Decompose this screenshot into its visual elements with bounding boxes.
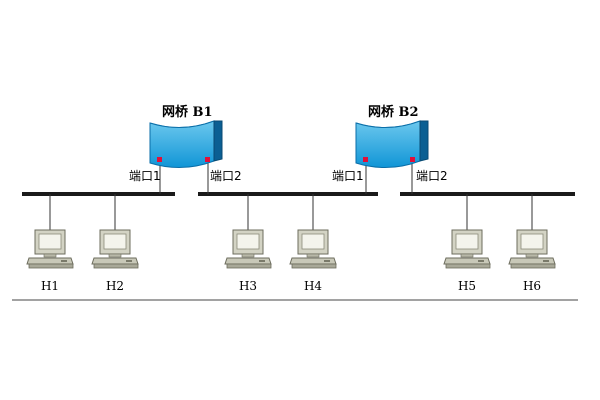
computer-icon: [443, 229, 491, 269]
bridge-b2-label: 网桥 B2: [368, 104, 419, 120]
b1-port2-label: 端口2: [210, 169, 242, 183]
computer-icon: [26, 229, 74, 269]
b2-port2-label: 端口2: [416, 169, 448, 183]
computer-icon: [289, 229, 337, 269]
bridge-b1-port1: [157, 157, 162, 162]
host-h5-label: H5: [458, 279, 476, 293]
bridge-b1-port2: [205, 157, 210, 162]
host-h5: H5: [443, 229, 491, 293]
host-h3: H3: [224, 229, 272, 293]
bridge-b1: 网桥 B1 端口1 端口2: [129, 104, 242, 183]
lan-segment-2: [198, 192, 378, 232]
b1-port1-label: 端口1: [129, 169, 161, 183]
lan-segment-1: [22, 192, 175, 232]
bridge-b2-icon: [355, 120, 429, 169]
bridge-b2-port1: [363, 157, 368, 162]
host-h6-label: H6: [523, 279, 541, 293]
host-h1-label: H1: [41, 279, 59, 293]
host-h6: H6: [508, 229, 556, 293]
lan-segment-3: [400, 192, 575, 232]
b2-port1-label: 端口1: [332, 169, 364, 183]
bridge-b2-port2: [410, 157, 415, 162]
computer-icon: [508, 229, 556, 269]
host-h1: H1: [26, 229, 74, 293]
computer-icon: [91, 229, 139, 269]
bridge-b2: 网桥 B2 端口1 端口2: [332, 104, 448, 183]
bridge-b1-label: 网桥 B1: [162, 104, 213, 120]
computer-icon: [224, 229, 272, 269]
host-h2: H2: [91, 229, 139, 293]
host-h2-label: H2: [106, 279, 124, 293]
host-h4: H4: [289, 229, 337, 293]
host-h3-label: H3: [239, 279, 257, 293]
host-h4-label: H4: [304, 279, 322, 293]
bridge-b1-icon: [149, 120, 223, 169]
